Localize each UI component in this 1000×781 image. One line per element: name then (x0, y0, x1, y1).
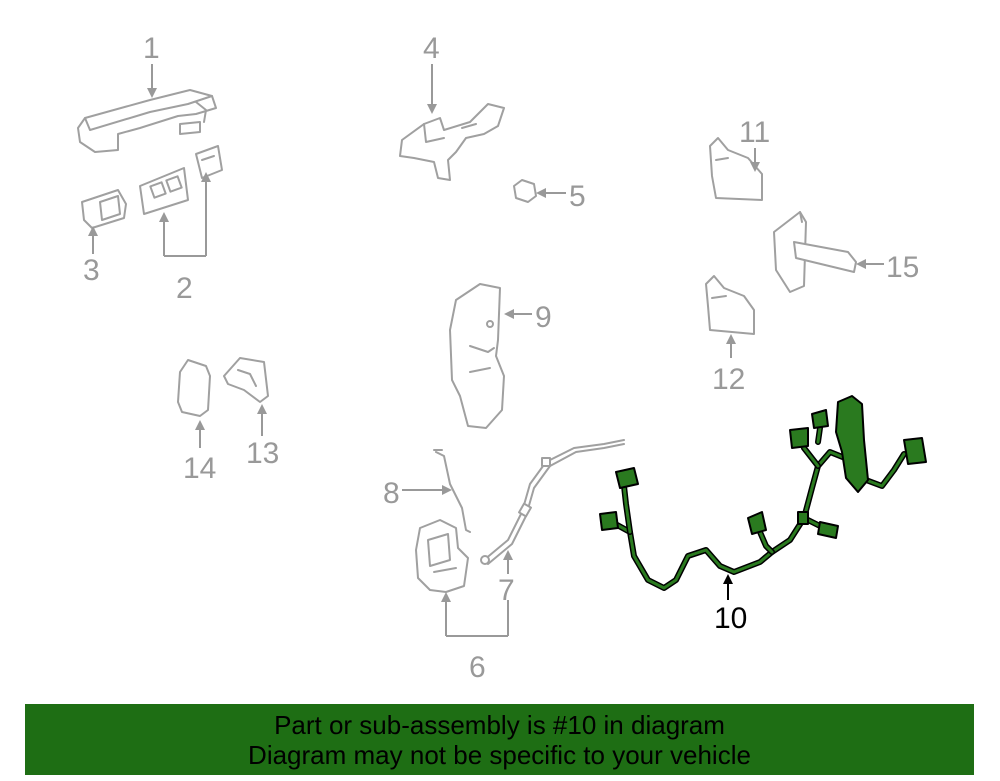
callout-1: 1 (143, 32, 160, 65)
part-14-seal (177, 359, 211, 417)
callout-13: 13 (246, 437, 279, 470)
part-12-bracket (705, 275, 755, 335)
callout-3: 3 (83, 254, 100, 287)
part-8-rod (433, 449, 471, 533)
part-4-handle-bracket (399, 103, 505, 181)
callout-2: 2 (176, 272, 193, 305)
part-10-wiring-harness (599, 395, 927, 591)
part-7-cable (480, 439, 625, 565)
callout-14: 14 (183, 452, 216, 485)
part-11-bracket (709, 137, 763, 201)
callout-6: 6 (469, 651, 486, 684)
callout-10: 10 (714, 602, 747, 635)
part-15-door-check (773, 211, 857, 293)
callout-9: 9 (535, 301, 552, 334)
part-9-latch-cover (449, 283, 505, 429)
highlight-banner: Part or sub-assembly is #10 in diagram D… (25, 704, 974, 775)
callout-8: 8 (383, 477, 400, 510)
part-1-door-handle (77, 89, 217, 153)
callout-15: 15 (886, 251, 919, 284)
callout-4: 4 (423, 32, 440, 65)
callout-7: 7 (498, 574, 515, 607)
callout-11: 11 (739, 116, 770, 149)
parts-diagram: 1 2 3 4 5 9 (77, 32, 927, 684)
banner-line-2: Diagram may not be specific to your vehi… (248, 740, 751, 770)
part-6-latch (415, 519, 469, 593)
part-13-bracket (223, 357, 269, 403)
callout-12: 12 (712, 363, 745, 396)
part-3-cap (81, 189, 127, 229)
callout-5: 5 (569, 180, 586, 213)
part-5-nut (513, 179, 537, 203)
part-2-bezels (139, 145, 223, 215)
banner-line-1: Part or sub-assembly is #10 in diagram (274, 710, 725, 740)
